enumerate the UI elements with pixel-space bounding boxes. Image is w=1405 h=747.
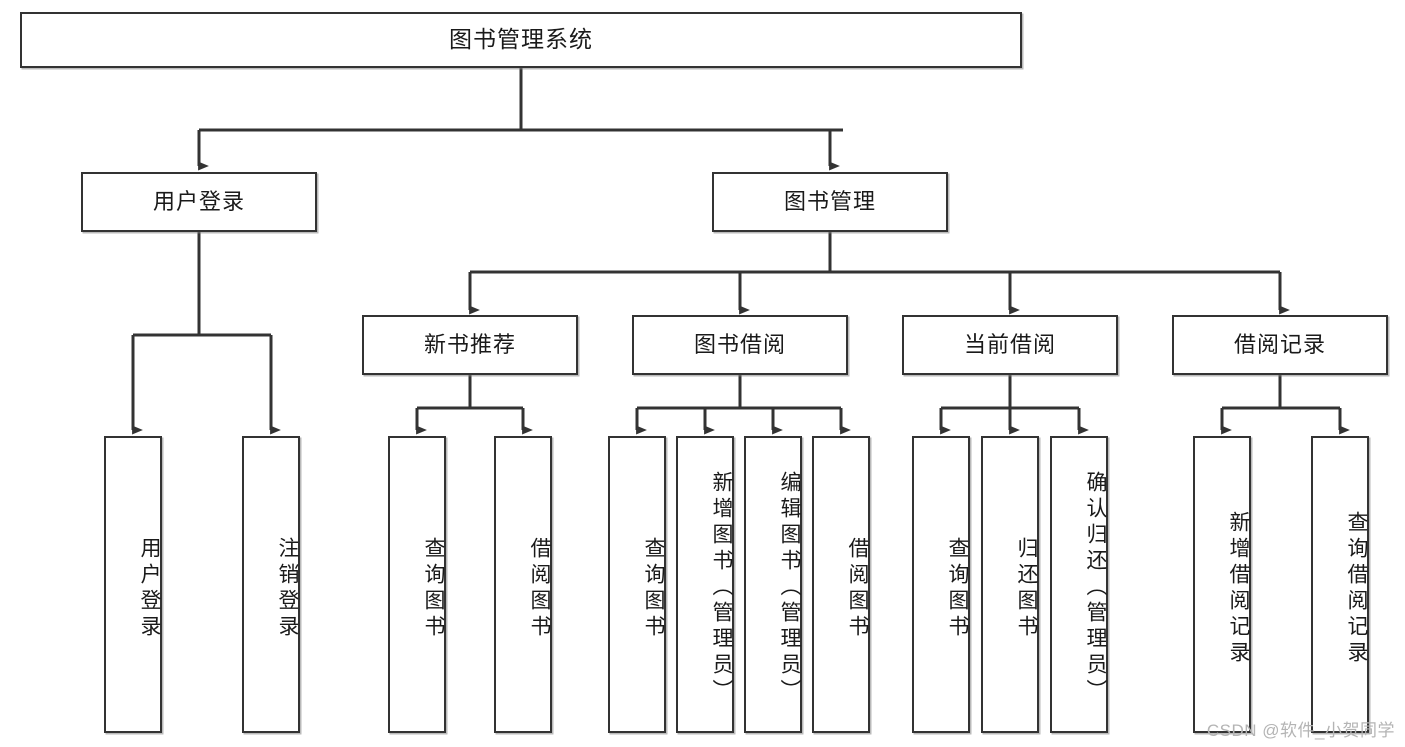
node-current-borrow[interactable]: 当前借阅 (902, 315, 1118, 375)
leaf-book-borrow-query[interactable]: 查询图书 (608, 436, 666, 733)
node-book-manage[interactable]: 图书管理 (712, 172, 948, 232)
node-user-login[interactable]: 用户登录 (81, 172, 317, 232)
leaf-current-borrow-confirm-return[interactable]: 确认归还（管理员） (1050, 436, 1108, 733)
leaf-current-borrow-query[interactable]: 查询图书 (912, 436, 970, 733)
leaf-book-borrow-edit[interactable]: 编辑图书（管理员） (744, 436, 802, 733)
leaf-book-borrow-borrow[interactable]: 借阅图书 (812, 436, 870, 733)
node-root[interactable]: 图书管理系统 (20, 12, 1022, 68)
leaf-current-borrow-return[interactable]: 归还图书 (981, 436, 1039, 733)
leaf-new-book-borrow[interactable]: 借阅图书 (494, 436, 552, 733)
leaf-user-login-login[interactable]: 用户登录 (104, 436, 162, 733)
leaf-borrow-record-query[interactable]: 查询借阅记录 (1311, 436, 1369, 733)
leaf-borrow-record-add[interactable]: 新增借阅记录 (1193, 436, 1251, 733)
node-book-borrow[interactable]: 图书借阅 (632, 315, 848, 375)
watermark-text: CSDN @软件_小贺同学 (1206, 721, 1395, 740)
node-borrow-record[interactable]: 借阅记录 (1172, 315, 1388, 375)
leaf-book-borrow-add[interactable]: 新增图书（管理员） (676, 436, 734, 733)
leaf-new-book-query[interactable]: 查询图书 (388, 436, 446, 733)
node-new-book-recommend[interactable]: 新书推荐 (362, 315, 578, 375)
leaf-user-login-logout[interactable]: 注销登录 (242, 436, 300, 733)
